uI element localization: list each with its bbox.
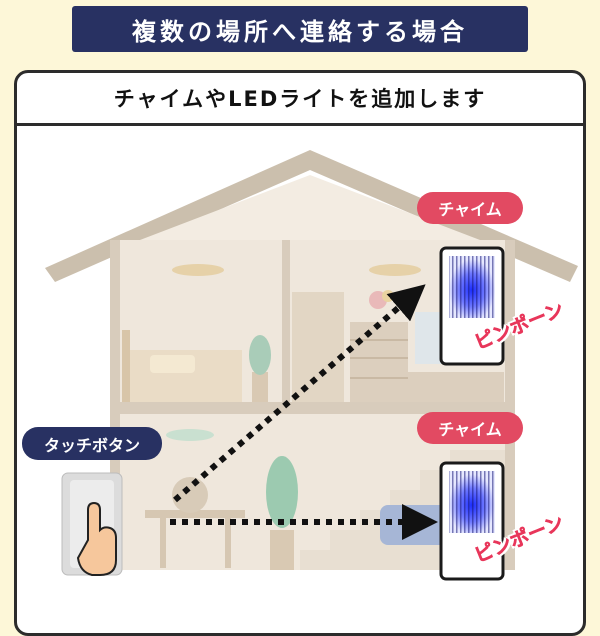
panel-subtitle: チャイムやLEDライトを追加します xyxy=(17,73,583,126)
plant xyxy=(266,456,298,528)
page-title: 複数の場所へ連絡する場合 xyxy=(72,6,528,52)
ceiling-lamp xyxy=(166,429,214,441)
pointing-hand-icon xyxy=(76,501,117,576)
dotted-arrow-icon xyxy=(173,284,426,503)
door xyxy=(292,292,344,402)
dresser xyxy=(350,322,408,402)
dining-table xyxy=(145,510,245,518)
touch-button-label: タッチボタン xyxy=(22,427,162,460)
chime-device-icon xyxy=(439,246,505,366)
house-scene xyxy=(45,150,578,581)
ceiling-lamp xyxy=(172,264,224,276)
chime-device-icon xyxy=(439,461,505,581)
chime-label-lower: チャイム xyxy=(417,412,523,444)
chime-label-upper: チャイム xyxy=(417,192,523,224)
ceiling-lamp xyxy=(369,264,421,276)
floor-divider xyxy=(110,402,515,414)
plant xyxy=(249,335,271,375)
